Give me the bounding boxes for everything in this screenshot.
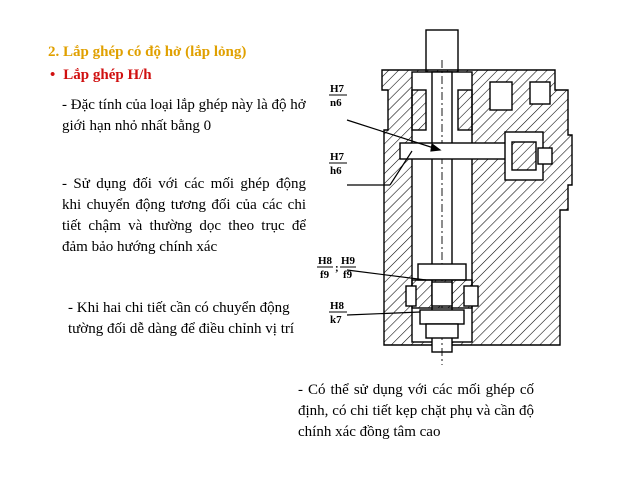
fit-label-h7-h6-num: H7 xyxy=(330,151,345,163)
fit-label-h7-n6-den: n6 xyxy=(330,97,342,109)
fit-label-h8-k7-den: k7 xyxy=(330,314,342,326)
fit-label-h8-k7-num: H8 xyxy=(330,300,345,312)
paragraph-fixed-joint: - Có thể sử dụng với các mối ghép cố địn… xyxy=(298,382,534,440)
fit-label-h9-num: H9 xyxy=(341,255,356,267)
paragraph-usage: - Sử dụng đối với các mối ghép động khi … xyxy=(62,176,306,255)
mechanical-assembly-drawing: H7 n6 H7 h6 H8 f9 ; H9 f9 H8 k7 xyxy=(317,29,573,365)
paragraph-adjustment: - Khi hai chi tiết cần có chuyển động tư… xyxy=(68,300,295,337)
fit-label-h7-h6-den: h6 xyxy=(330,165,342,177)
bullet-icon: • xyxy=(50,67,56,83)
bullet-subheading: • Lắp ghép H/h xyxy=(50,67,152,84)
fit-label-f9-den-a: f9 xyxy=(320,269,330,281)
fit-label-separator: ; xyxy=(335,262,339,274)
subheading-text: Lắp ghép H/h xyxy=(63,67,152,83)
paragraph-characteristic: - Đặc tính của loại lắp ghép này là độ h… xyxy=(62,97,306,134)
fit-label-h7-n6-num: H7 xyxy=(330,83,345,95)
section-heading: 2. Lắp ghép có độ hở (lắp lỏng) xyxy=(48,44,247,60)
fit-label-h8-num: H8 xyxy=(318,255,333,267)
fit-label-f9-den-b: f9 xyxy=(343,269,353,281)
